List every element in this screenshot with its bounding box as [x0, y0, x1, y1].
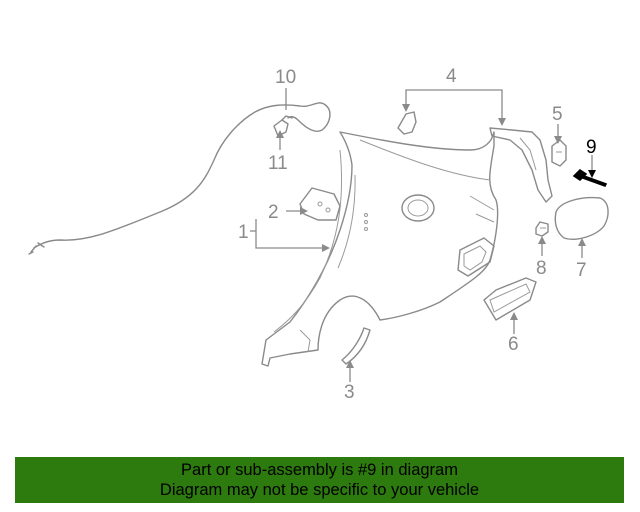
callout-1: 1 [238, 222, 249, 243]
callout-5: 5 [552, 104, 563, 125]
part-3-moulding [341, 327, 371, 365]
part-9-bolt [572, 168, 608, 187]
callout-4: 4 [446, 66, 457, 87]
part-1-quarter-panel [261, 131, 499, 367]
part-11-clip [273, 115, 293, 137]
part-8-clip [535, 221, 549, 237]
callout-9: 9 [586, 137, 597, 158]
callout-3: 3 [344, 382, 355, 403]
part-2-bracket [299, 187, 341, 221]
banner-line-2: Diagram may not be specific to your vehi… [159, 481, 480, 499]
callout-7: 7 [576, 260, 587, 281]
part-10-cable [28, 102, 331, 255]
banner-line-1: Part or sub-assembly is #9 in diagram [181, 461, 458, 479]
info-banner: Part or sub-assembly is #9 in diagram Di… [15, 457, 624, 503]
part-7-fuel-door [554, 196, 609, 240]
part-5-bracket [551, 139, 567, 167]
callout-6: 6 [508, 334, 519, 355]
part-6-housing [483, 277, 537, 321]
callout-2: 2 [268, 202, 279, 223]
part-4-brackets [397, 111, 553, 203]
callout-lines [250, 88, 596, 382]
callout-11: 11 [268, 153, 288, 174]
callout-10: 10 [275, 67, 296, 88]
callout-8: 8 [536, 258, 547, 279]
